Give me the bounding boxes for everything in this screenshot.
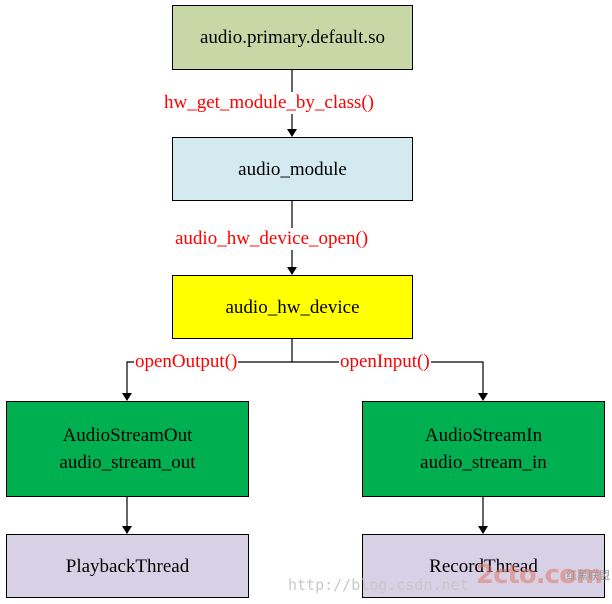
- node-audio-stream-in-title: AudioStreamIn: [424, 425, 543, 446]
- edge-label-open-input: openInput(): [339, 351, 431, 373]
- node-audio-module: audio_module: [172, 137, 413, 201]
- node-audio-stream-in-subtitle: audio_stream_in: [420, 452, 547, 473]
- edge-label-device-open: audio_hw_device_open(): [174, 228, 370, 250]
- watermark-url: http://blog.csdn.net: [288, 576, 469, 594]
- edge-label-get-module: hw_get_module_by_class(): [163, 92, 376, 114]
- node-audio-stream-out: AudioStreamOut audio_stream_out: [6, 401, 249, 497]
- node-playback-thread: PlaybackThread: [6, 534, 249, 598]
- node-audio-hw-device: audio_hw_device: [172, 275, 413, 339]
- node-audio-stream-out-subtitle: audio_stream_out: [59, 452, 196, 473]
- node-audio-primary-so-label: audio.primary.default.so: [199, 27, 386, 48]
- node-audio-stream-in: AudioStreamIn audio_stream_in: [362, 401, 605, 497]
- node-audio-stream-out-title: AudioStreamOut: [62, 425, 193, 446]
- watermark-logo: 2cto.com: [476, 560, 603, 590]
- node-record-thread: RecordThread: [362, 534, 605, 598]
- edge-label-open-output: openOutput(): [134, 351, 239, 373]
- node-audio-module-label: audio_module: [238, 158, 347, 180]
- node-audio-hw-device-label: audio_hw_device: [225, 296, 360, 318]
- node-playback-thread-label: PlaybackThread: [65, 555, 190, 577]
- node-audio-primary-so: audio.primary.default.so: [172, 5, 413, 70]
- watermark-cn: 红黑联盟: [566, 569, 610, 582]
- node-record-thread-label: RecordThread: [429, 555, 538, 577]
